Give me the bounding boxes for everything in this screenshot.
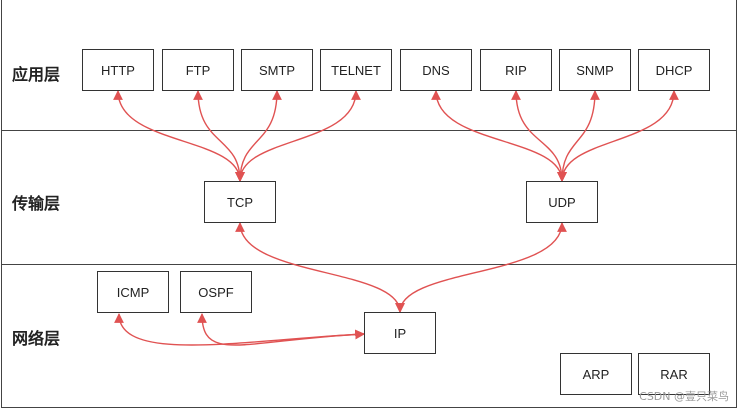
watermark: CSDN @壹只菜鸟 xyxy=(639,390,729,403)
snmp-box: SNMP xyxy=(559,49,631,91)
application-layer-label: 应用层 xyxy=(12,65,61,84)
arrow-udp-dhcp xyxy=(557,90,679,182)
telnet-box: TELNET xyxy=(320,49,392,91)
icmp-box: ICMP xyxy=(97,271,169,313)
transport-layer-label: 传输层 xyxy=(12,194,61,213)
rip-box: RIP xyxy=(480,49,552,91)
arrow-tcp-ftp xyxy=(193,90,245,182)
arrow-tcp-http xyxy=(113,90,245,182)
smtp-box: SMTP xyxy=(241,49,313,91)
arrow-udp-rip xyxy=(511,90,567,182)
ip-box: IP xyxy=(364,312,436,354)
udp-box: UDP xyxy=(526,181,598,223)
dns-box: DNS xyxy=(400,49,472,91)
arrow-ip-ospf xyxy=(197,313,365,346)
arrow-ip-udp xyxy=(395,222,567,313)
arrow-tcp-telnet xyxy=(235,90,361,182)
arrow-tcp-smtp xyxy=(235,90,282,182)
ospf-box: OSPF xyxy=(180,271,252,313)
dhcp-box: DHCP xyxy=(638,49,710,91)
arrow-ip-icmp xyxy=(114,313,365,346)
network-layer-label: 网络层 xyxy=(12,329,61,348)
arp-box: ARP xyxy=(560,353,632,395)
rar-box: RAR xyxy=(638,353,710,395)
arrow-udp-dns xyxy=(431,90,567,182)
http-box: HTTP xyxy=(82,49,154,91)
tcp-box: TCP xyxy=(204,181,276,223)
arrow-ip-tcp xyxy=(235,222,405,313)
ftp-box: FTP xyxy=(162,49,234,91)
